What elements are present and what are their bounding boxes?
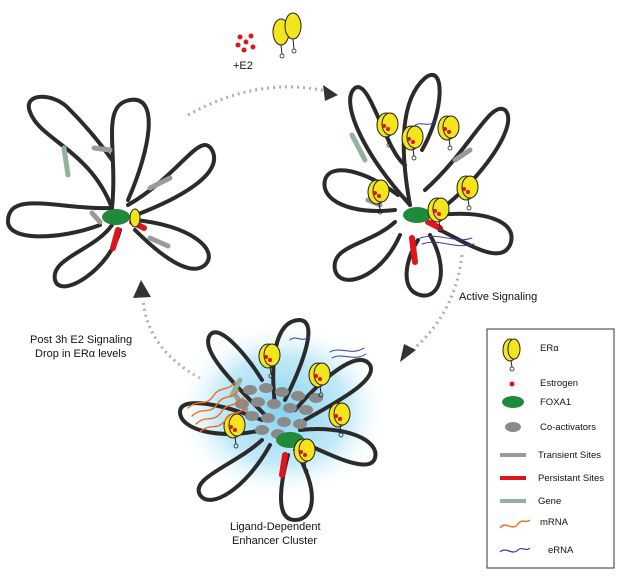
coactivator-legend-icon <box>505 422 521 432</box>
era-icon <box>272 12 302 59</box>
right-arrow-head <box>400 344 416 362</box>
foxa1-legend-icon <box>502 396 524 408</box>
cluster-label-line1: Ligand-Dependent <box>230 521 321 533</box>
enhancer-cluster <box>174 317 390 523</box>
cluster-label-line2: Enhancer Cluster <box>232 535 317 547</box>
estrogen-legend-icon <box>509 381 515 387</box>
legend-label-persistent: Persistant Sites <box>538 473 604 484</box>
legend-box <box>486 328 615 569</box>
mrna-legend-icon <box>499 519 531 529</box>
post-signaling-label-line2: Drop in ERα levels <box>35 348 127 360</box>
era-legend-icon <box>502 338 521 372</box>
chromatin-resting <box>6 94 216 289</box>
top-arrow-path <box>187 85 331 117</box>
active-signaling-label: Active Signaling <box>459 291 537 303</box>
erna-legend-icon <box>499 547 531 553</box>
mrna-transcripts <box>187 381 248 433</box>
right-arrow-path <box>409 254 464 354</box>
post-signaling-label-line1: Post 3h E2 Signaling <box>30 334 132 346</box>
legend-label-foxa1: FOXA1 <box>540 397 571 408</box>
legend-label-mrna: mRNA <box>540 517 569 528</box>
legend-label-transient: Transient Sites <box>538 450 601 461</box>
stimulus-group: +E2 <box>233 12 302 72</box>
legend-label-coactivators: Co-activators <box>540 422 596 433</box>
legend-label-gene: Gene <box>538 496 561 507</box>
stimulus-label: +E2 <box>233 60 253 72</box>
legend-label-estrogen: Estrogen <box>540 378 578 389</box>
coactivator-cluster <box>235 383 323 439</box>
chromatin-active <box>322 73 514 298</box>
legend-label-erna: eRNA <box>548 545 574 556</box>
top-arrow-head <box>323 85 338 101</box>
left-arrow-head <box>133 280 151 298</box>
legend-label-era: ERα <box>540 343 559 354</box>
legend: ERα Estrogen FOXA1 Co-activators Transie… <box>486 328 615 569</box>
